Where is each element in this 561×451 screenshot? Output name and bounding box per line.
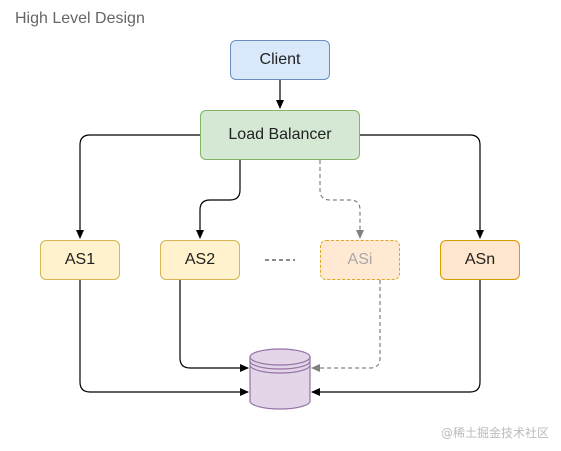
as2-label: AS2 — [184, 251, 216, 268]
app-server-as1-node: AS1 — [40, 240, 120, 280]
app-server-asn-node: ASn — [440, 240, 520, 280]
watermark-text: @稀土掘金技术社区 — [440, 426, 549, 440]
as1-label: AS1 — [64, 251, 96, 268]
client-label: Client — [259, 51, 301, 68]
edge-asn-to-db — [311, 280, 481, 396]
edge-lb-to-asi — [319, 160, 364, 239]
client-node: Client — [230, 40, 330, 80]
load-balancer-node: Load Balancer — [200, 110, 360, 160]
load-balancer-label: Load Balancer — [228, 126, 332, 143]
edge-asi-to-db — [311, 280, 381, 372]
diagram-title: High Level Design — [15, 10, 145, 27]
edge-as1-to-db — [79, 280, 249, 396]
edge-lb-to-asn — [360, 134, 484, 239]
app-server-as2-node: AS2 — [160, 240, 240, 280]
edge-as2-to-db — [179, 280, 249, 372]
edge-lb-to-as2 — [196, 160, 241, 239]
asi-label: ASi — [347, 251, 373, 268]
asn-label: ASn — [464, 251, 496, 268]
database-cylinder — [249, 348, 311, 410]
edge-lb-to-as1 — [76, 134, 200, 239]
app-server-asi-node: ASi — [320, 240, 400, 280]
